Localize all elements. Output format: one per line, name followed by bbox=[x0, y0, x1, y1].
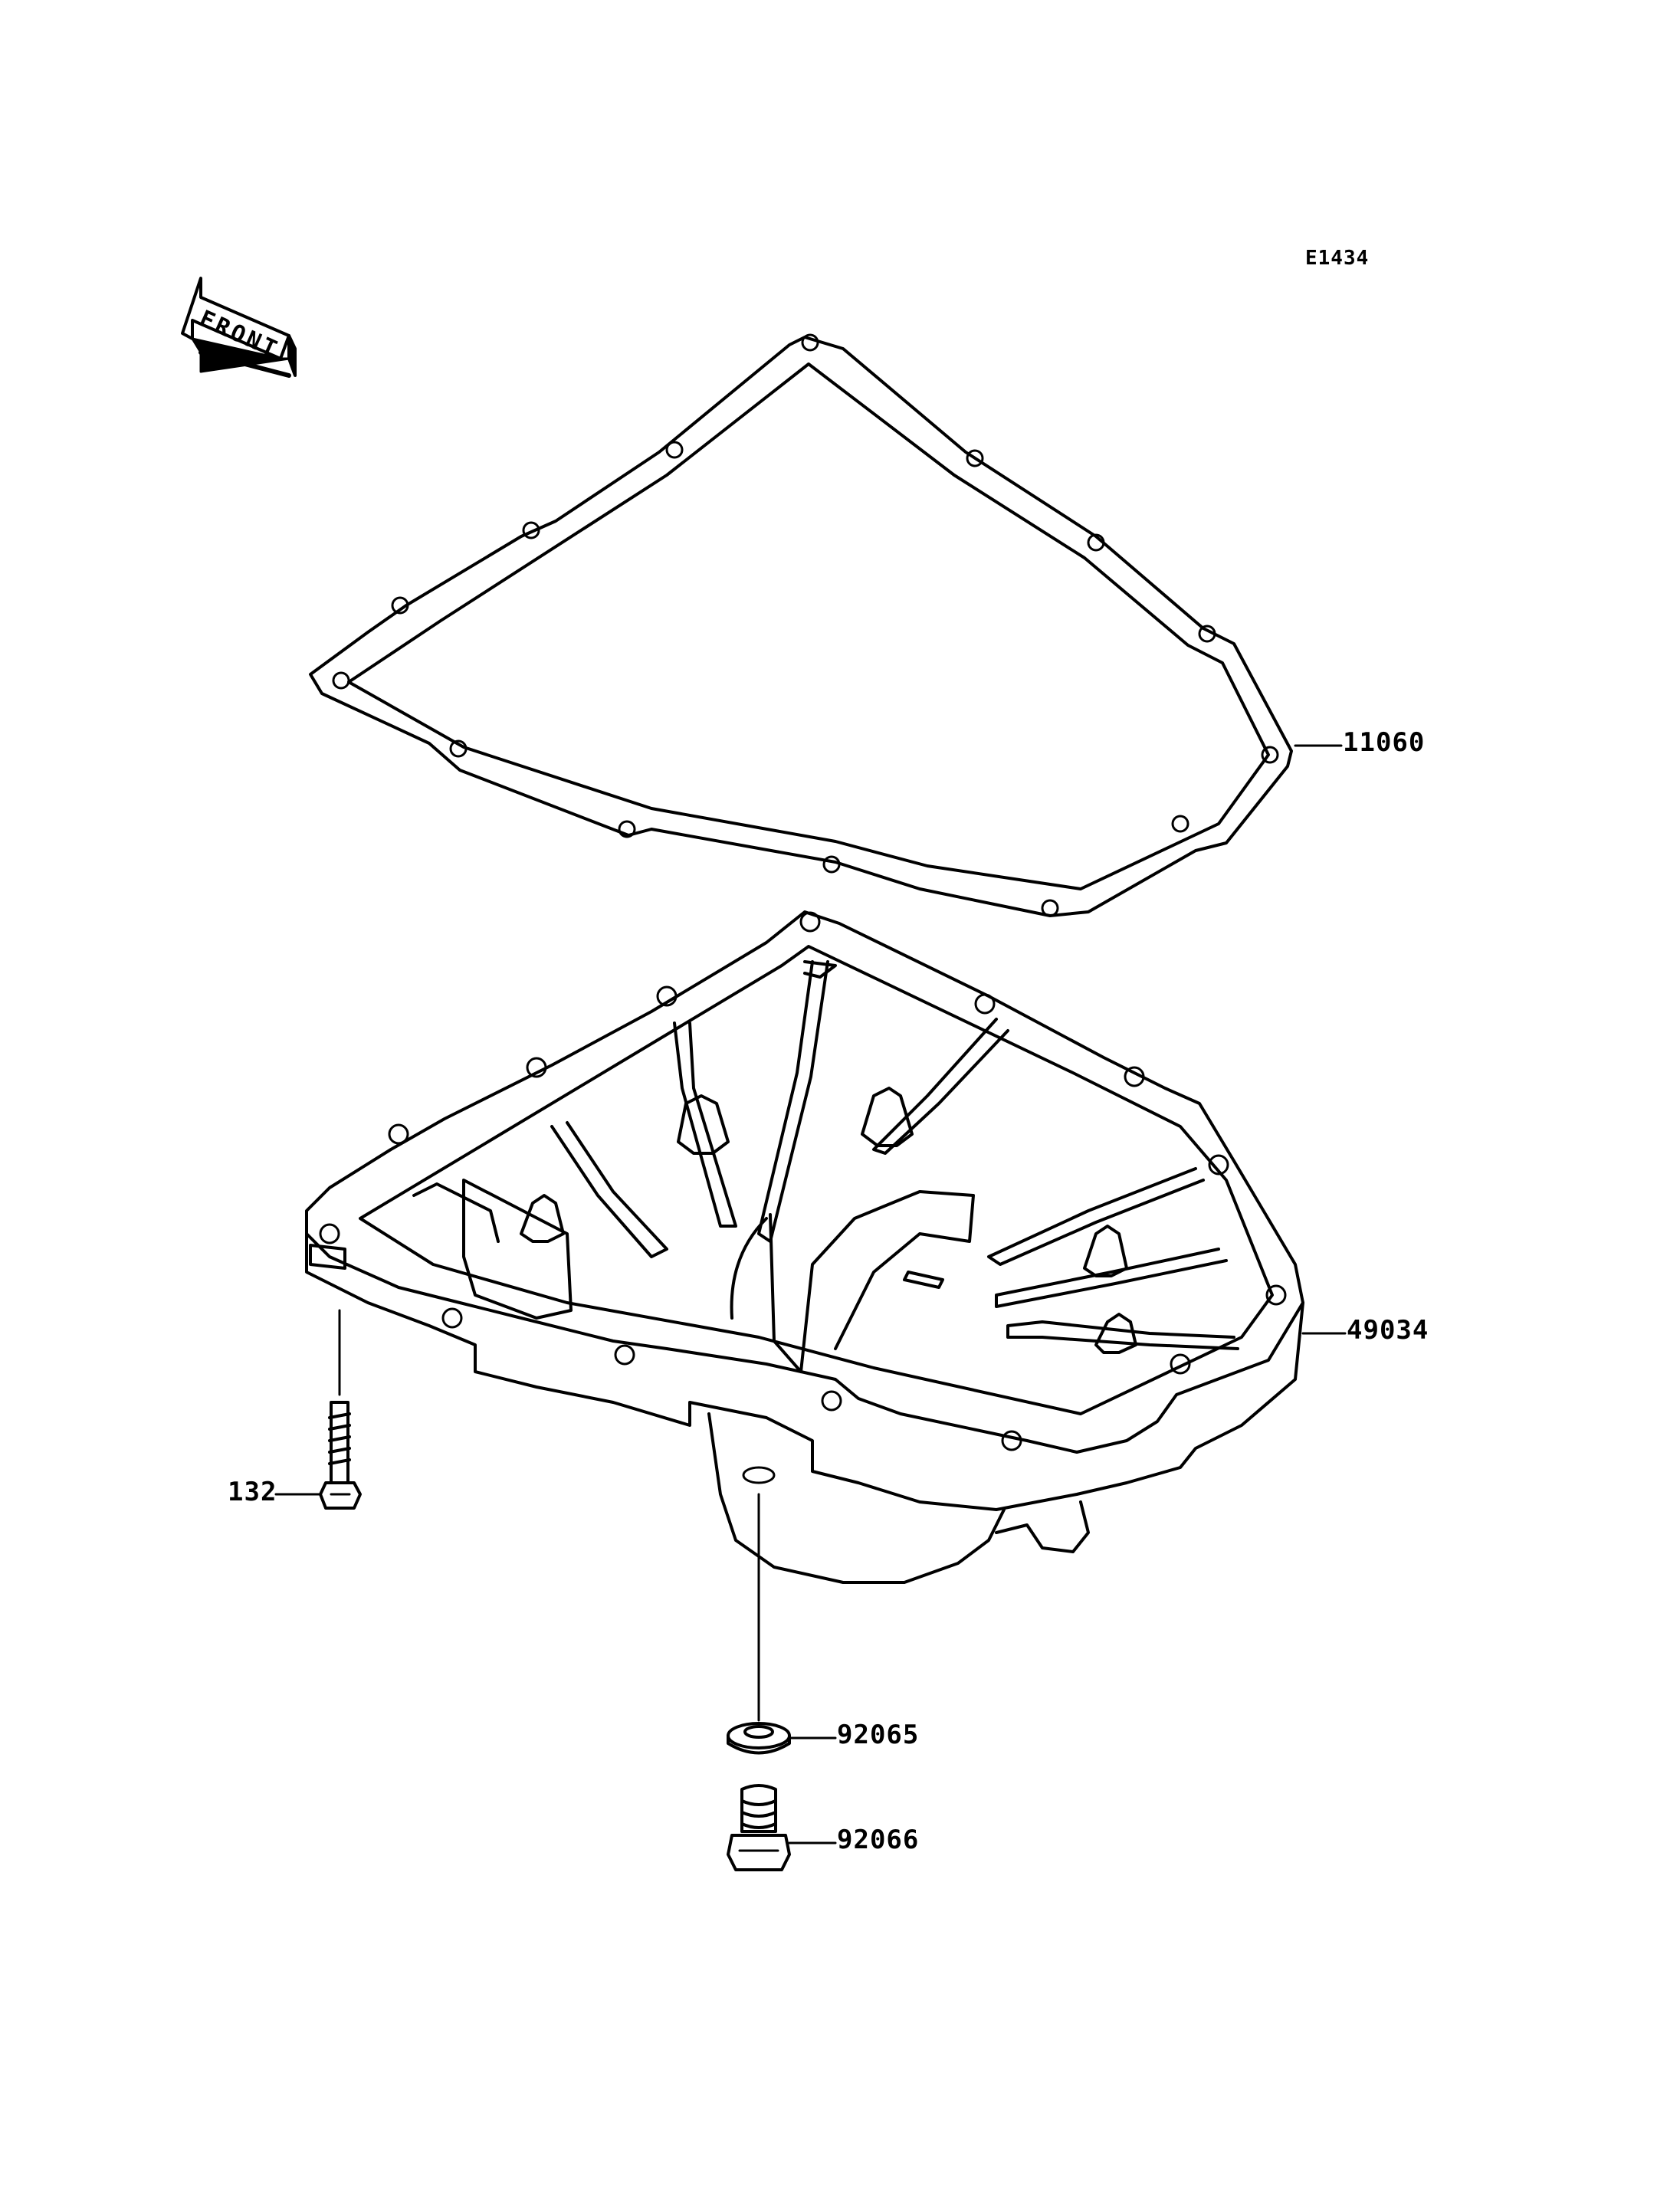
gasket-bolt-holes bbox=[332, 333, 1279, 917]
part-label-11060[interactable]: 11060 bbox=[1343, 727, 1426, 758]
part-label-49034[interactable]: 49034 bbox=[1347, 1315, 1429, 1346]
oil-pan-bolt-holes bbox=[319, 911, 1287, 1451]
part-label-92065[interactable]: 92065 bbox=[837, 1720, 920, 1750]
diagram-code: E1434 bbox=[1305, 247, 1370, 270]
part-label-132[interactable]: 132 bbox=[228, 1477, 277, 1507]
part-label-92066[interactable]: 92066 bbox=[837, 1825, 920, 1855]
pan-bolt bbox=[319, 1309, 362, 1510]
oil-pan bbox=[305, 910, 1304, 1584]
front-arrow-icon: FRONT bbox=[181, 277, 297, 378]
oil-pan-gasket bbox=[309, 333, 1293, 917]
drain-plug bbox=[727, 1784, 791, 1871]
drain-washer bbox=[727, 1722, 791, 1755]
